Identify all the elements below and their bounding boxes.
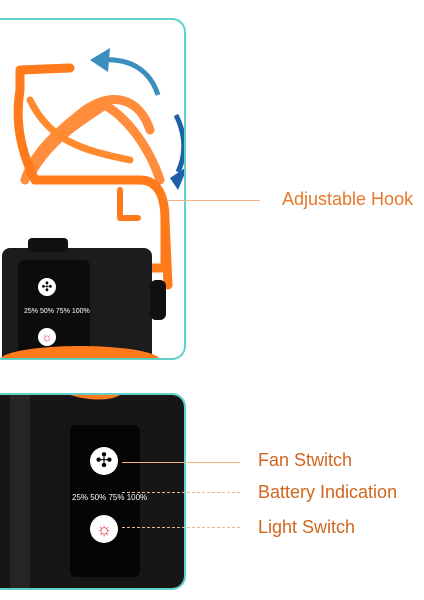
light-label: Light Switch [258,517,356,537]
light-bulb-icon: ☼ [38,328,56,346]
hook-bar [26,96,134,164]
lantern-base-orange [0,346,160,358]
control-illustration [0,395,184,588]
hook-label: Adjustable Hook [282,189,414,209]
hook-callout-line [168,200,260,201]
battery-callout-line [122,492,240,493]
fan-icon: ✣ [38,278,56,296]
battery-scale: 25% 50% 75% 100% [72,493,148,502]
control-detail-panel: ✣ 25% 50% 75% 100% ☼ [0,393,186,590]
hook-detail-panel: ✣ 25% 50% 75% 100% ☼ [0,18,186,360]
battery-scale: 25% 50% 75% 100% [24,308,90,315]
side-knob [150,280,166,320]
fan-callout-line [122,462,240,463]
device-ridge [10,395,30,588]
lantern-top-button [28,238,68,252]
hook-ghost-2 [20,95,155,185]
fan-label: Fan Stwitch [258,450,353,470]
hook-main [13,63,173,290]
light-callout-line [122,527,240,528]
control-panel [18,260,90,358]
battery-label: Battery Indication [258,482,398,502]
light-bulb-icon: ☼ [90,515,118,543]
control-panel-large [70,425,140,577]
rotate-arrow-icon [90,48,184,190]
orange-top-edge [70,395,120,400]
fan-icon: ✣ [90,447,118,475]
hook-tip [117,187,141,221]
